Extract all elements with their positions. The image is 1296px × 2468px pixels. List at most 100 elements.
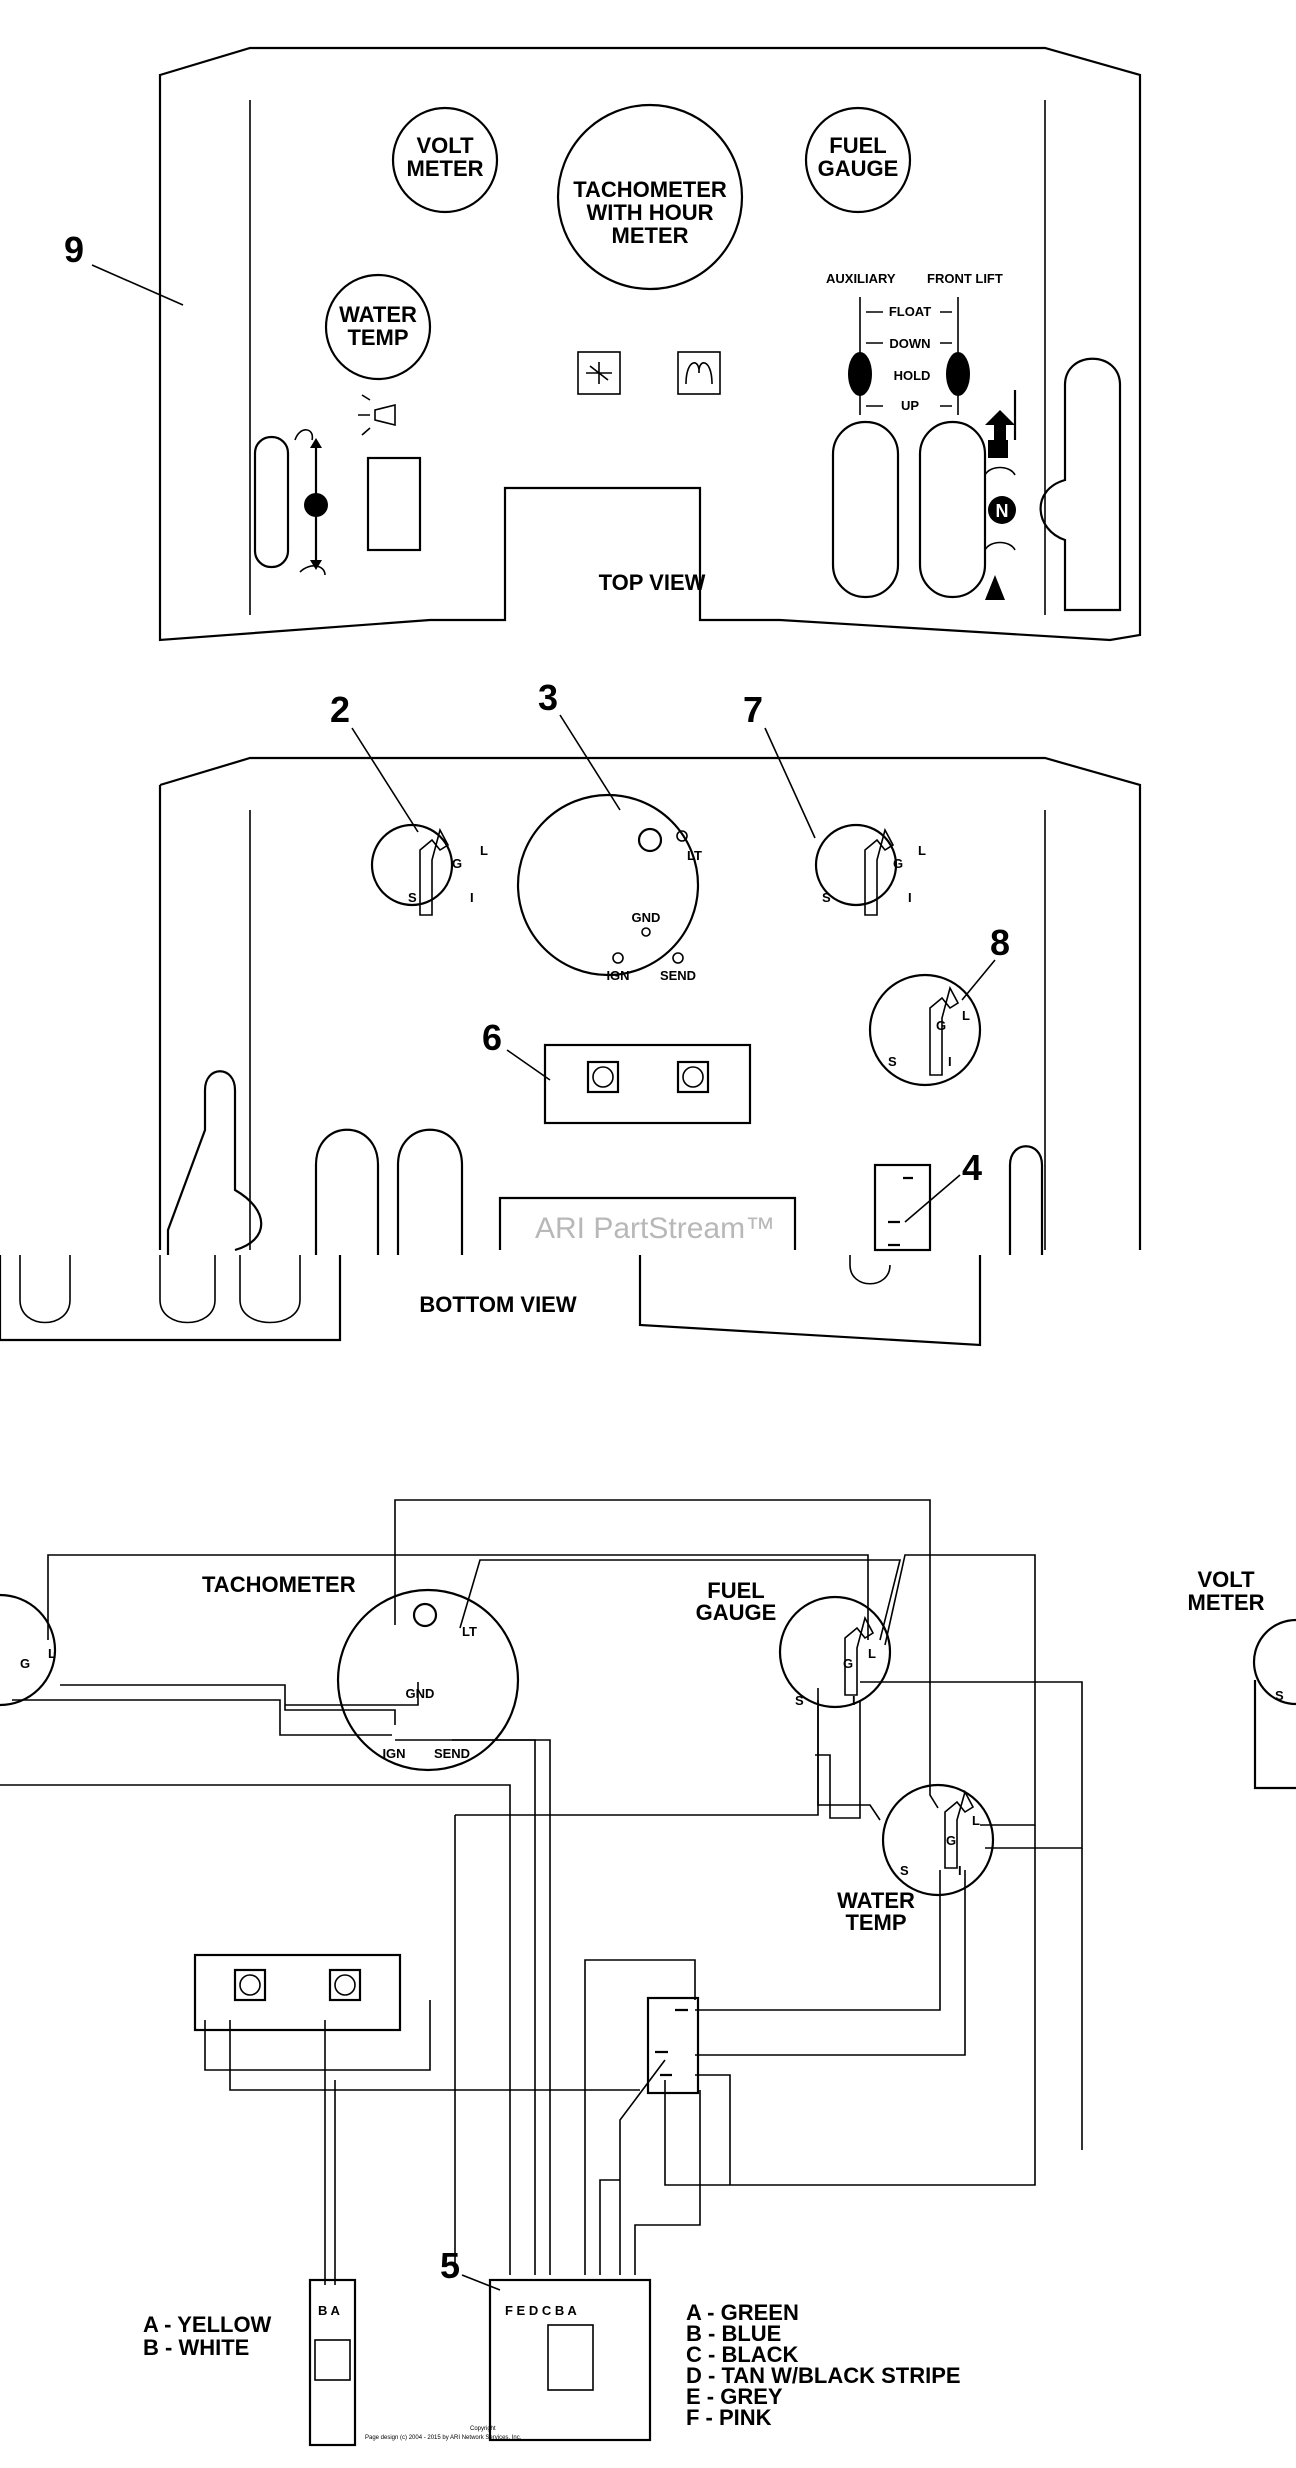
tachometer-back-3 <box>516 793 700 977</box>
fuel-gauge <box>804 106 912 214</box>
terminal-i-2: I <box>470 890 474 905</box>
terminal-send: SEND <box>660 968 696 983</box>
terminal-i-8: I <box>948 1054 952 1069</box>
water-switch-8 <box>868 973 982 1087</box>
wiring-left-g: G <box>20 1656 30 1671</box>
bottom-view-title: BOTTOM VIEW <box>419 1292 576 1317</box>
fuel-gauge-component <box>778 1595 892 1709</box>
wiring-water-label-1: WATER <box>837 1888 915 1913</box>
wiring-switch-box <box>193 1953 402 2032</box>
rabbit-turtle-icons <box>294 429 326 576</box>
fuel-label-1: FUEL <box>829 133 886 158</box>
auxiliary-label: AUXILIARY <box>826 271 896 286</box>
legend-left-b: B - WHITE <box>143 2335 249 2360</box>
wiring-water-g: G <box>946 1833 956 1848</box>
terminal-ign: IGN <box>606 968 629 983</box>
terminal-l-2: L <box>480 843 488 858</box>
terminal-lt: LT <box>687 848 702 863</box>
wiring-left-l: L <box>48 1646 56 1661</box>
throttle-knob-icon <box>304 493 328 517</box>
light-icon <box>358 394 396 436</box>
wiring-fuel-l: L <box>868 1646 876 1661</box>
legend-right-e: E - GREY <box>686 2384 783 2409</box>
water-temp-component <box>881 1783 995 1897</box>
connector-6-pin <box>488 2278 652 2442</box>
wiring-volt-label-1: VOLT <box>1197 1567 1255 1592</box>
fuel-label-2: GAUGE <box>818 156 899 181</box>
float-label: FLOAT <box>889 304 931 319</box>
down-label: DOWN <box>889 336 930 351</box>
switch-box-6 <box>543 1043 752 1125</box>
legend-right-b: B - BLUE <box>686 2321 781 2346</box>
callout-6: 6 <box>482 1017 502 1058</box>
legend-right-f: F - PINK <box>686 2405 772 2430</box>
wiring-volt-right-s: S <box>1275 1688 1284 1703</box>
water-temp-gauge <box>324 273 432 381</box>
footer-page-design: Page design (c) 2004 - 2015 by ARI Netwo… <box>365 2435 522 2441</box>
wiring-fuel-g: G <box>843 1656 853 1671</box>
wiring-water-i: I <box>958 1863 962 1878</box>
watermark: ARI PartStream™ <box>535 1212 775 1245</box>
connector-2-pin-labels: B A <box>318 2303 341 2318</box>
volt-switch-2 <box>370 823 454 907</box>
wiring-fuel-label-1: FUEL <box>707 1578 764 1603</box>
wiring-terminal-lt: LT <box>462 1624 477 1639</box>
wiring-tach-label: TACHOMETER <box>202 1572 356 1597</box>
auxiliary-lever-knob <box>848 352 872 396</box>
wiring-terminal-gnd: GND <box>406 1686 435 1701</box>
tachometer-gauge <box>556 103 744 291</box>
terminal-l-8: L <box>962 1008 970 1023</box>
legend-right-d: D - TAN W/BLACK STRIPE <box>686 2363 961 2388</box>
front-lift-label: FRONT LIFT <box>927 271 1003 286</box>
fuel-switch-7 <box>814 823 898 907</box>
terminal-g-7: G <box>893 856 903 871</box>
throttle-slot <box>253 435 290 569</box>
relay-4 <box>873 1163 932 1252</box>
water-label-1: WATER <box>339 302 417 327</box>
legend-right-c: C - BLACK <box>686 2342 799 2367</box>
bottom-view-panel: G L S I G L S I G L S I LT GND IGN SEND … <box>0 677 1142 1347</box>
connector-2-pin <box>308 2278 357 2447</box>
terminal-l-7: L <box>918 843 926 858</box>
wiring-volt-label-2: METER <box>1188 1590 1265 1615</box>
volt-label-1: VOLT <box>416 133 474 158</box>
volt-meter-left-switch <box>0 1593 57 1707</box>
glow-plug-switch-icon <box>677 351 721 395</box>
light-switch-slot <box>366 456 422 552</box>
wiring-fuel-s: S <box>795 1693 804 1708</box>
wiring-water-label-2: TEMP <box>845 1910 906 1935</box>
volt-label-2: METER <box>407 156 484 181</box>
terminal-s-2: S <box>408 890 417 905</box>
legend-right-a: A - GREEN <box>686 2300 799 2325</box>
wiring-water-s: S <box>900 1863 909 1878</box>
callout-5: 5 <box>440 2245 460 2286</box>
wiring-terminal-send: SEND <box>434 1746 470 1761</box>
hold-label: HOLD <box>894 368 931 383</box>
wiring-terminal-ign: IGN <box>382 1746 405 1761</box>
pto-switch-icon <box>577 351 621 395</box>
terminal-g-2: G <box>452 856 462 871</box>
volt-meter-gauge <box>391 106 499 214</box>
terminal-s-8: S <box>888 1054 897 1069</box>
front-lift-lever-knob <box>946 352 970 396</box>
callout-9: 9 <box>64 229 84 270</box>
wiring-schematic: TACHOMETER FUEL GAUGE WATER TEMP VOLT ME… <box>0 1499 1296 2447</box>
terminal-s-7: S <box>822 890 831 905</box>
water-label-2: TEMP <box>347 325 408 350</box>
up-label: UP <box>901 398 919 413</box>
top-view-panel: VOLT METER TACHOMETER WITH HOUR METER FU… <box>64 46 1142 642</box>
callout-8: 8 <box>990 922 1010 963</box>
wiring-relay <box>646 1996 700 2095</box>
terminal-g-8: G <box>936 1018 946 1033</box>
legend-left-a: A - YELLOW <box>143 2312 272 2337</box>
auxiliary-slot <box>831 420 900 599</box>
wiring-water-l: L <box>972 1813 980 1828</box>
tach-label-3: METER <box>612 223 689 248</box>
tachometer-component <box>336 1588 520 1772</box>
terminal-gnd: GND <box>632 910 661 925</box>
forward-arrow-icon <box>985 410 1015 440</box>
tach-label-1: TACHOMETER <box>573 177 727 202</box>
volt-meter-right <box>1252 1618 1296 1706</box>
wiring-fuel-i: I <box>852 1693 856 1708</box>
